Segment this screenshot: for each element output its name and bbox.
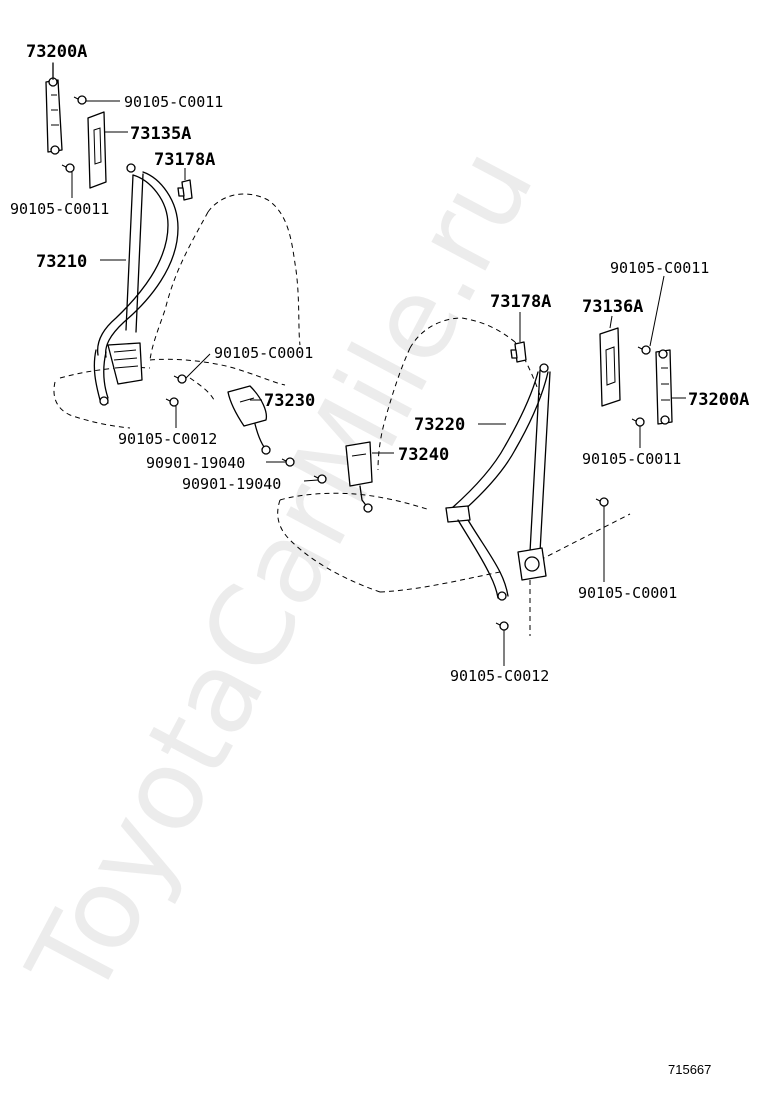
right-belt-height-adjuster <box>655 349 673 425</box>
right-seat-belt-assembly <box>445 363 551 601</box>
label-73178A-left: 73178A <box>154 150 215 170</box>
label-73240: 73240 <box>398 445 449 465</box>
left-bolts <box>61 95 327 484</box>
label-73136A: 73136A <box>582 297 643 317</box>
label-90105-C0011-mid-right: 90105-C0011 <box>582 450 681 468</box>
bolt-icon <box>637 345 651 355</box>
right-seat-outline <box>277 317 631 636</box>
label-90901-19040-b: 90901-19040 <box>182 475 281 493</box>
left-belt-guide-clip <box>177 179 193 201</box>
label-73135A: 73135A <box>130 124 191 144</box>
label-73178A-right: 73178A <box>490 292 551 312</box>
label-90105-C0001-right: 90105-C0001 <box>578 584 677 602</box>
left-seat-belt-assembly <box>93 163 179 406</box>
illustration-number: 715667 <box>668 1062 711 1077</box>
bolt-icon <box>61 163 75 173</box>
callout-labels: 73200A 90105-C0011 73135A 73178A 90105-C… <box>10 42 749 685</box>
label-73220: 73220 <box>414 415 465 435</box>
bolt-icon <box>165 397 179 407</box>
left-belt-height-adjuster <box>45 62 63 155</box>
label-73210: 73210 <box>36 252 87 272</box>
label-73200A-left: 73200A <box>26 42 87 62</box>
bolt-icon <box>173 374 187 384</box>
right-seat-buckle <box>345 441 373 513</box>
right-bolts <box>495 345 651 631</box>
label-90105-C0012-right: 90105-C0012 <box>450 667 549 685</box>
label-90105-C0011-top-right: 90105-C0011 <box>610 259 709 277</box>
left-adjuster-cover <box>87 111 107 189</box>
label-90105-C0012-left: 90105-C0012 <box>118 430 217 448</box>
right-adjuster-cover <box>599 327 621 407</box>
label-73200A-right: 73200A <box>688 390 749 410</box>
bolt-icon <box>495 621 509 631</box>
label-73230: 73230 <box>264 391 315 411</box>
label-90901-19040-a: 90901-19040 <box>146 454 245 472</box>
label-90105-C0001-left: 90105-C0001 <box>214 344 313 362</box>
bolt-icon <box>313 474 327 484</box>
bolt-icon <box>73 95 87 105</box>
bolt-icon <box>595 497 609 507</box>
left-seat-buckle <box>227 385 271 455</box>
leader-lines <box>52 63 686 666</box>
label-90105-C0011-top-left: 90105-C0011 <box>124 93 223 111</box>
bolt-icon <box>281 457 295 467</box>
bolt-icon <box>631 417 645 427</box>
label-90105-C0011-mid-left: 90105-C0011 <box>10 200 109 218</box>
right-belt-guide-clip <box>510 341 527 363</box>
